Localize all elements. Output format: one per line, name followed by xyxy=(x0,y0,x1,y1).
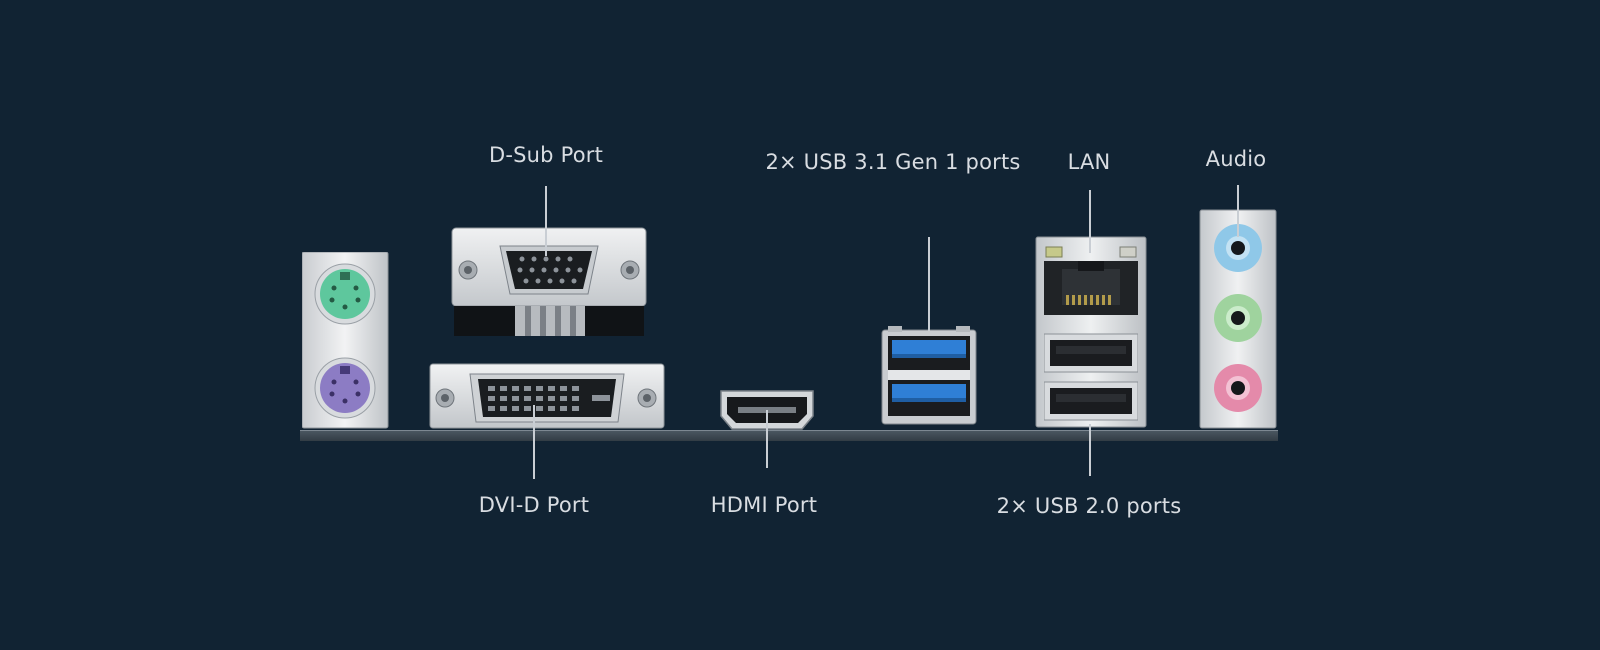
leader-hdmi xyxy=(766,410,768,468)
label-dsub-port: D-Sub Port xyxy=(488,143,604,167)
vga-port-icon xyxy=(451,227,647,336)
label-usb31-ports: 2× USB 3.1 Gen 1 ports xyxy=(765,150,1021,174)
leader-lan xyxy=(1089,190,1091,253)
usb3-port-icon xyxy=(881,326,977,425)
usb3-tongue-top xyxy=(892,340,966,354)
ps2-port-icon xyxy=(302,252,389,429)
usb2-port-icon xyxy=(1044,333,1138,421)
usb3-tongue-bottom xyxy=(892,384,966,398)
audio-jack-icon xyxy=(1199,209,1277,429)
leader-audio xyxy=(1237,185,1239,237)
label-lan: LAN xyxy=(1067,150,1111,174)
label-usb20-ports: 2× USB 2.0 ports xyxy=(996,494,1182,518)
leader-usb31 xyxy=(928,237,930,331)
ps2-keyboard-connector xyxy=(320,269,370,319)
leader-usb20 xyxy=(1089,424,1091,476)
leader-dsub xyxy=(545,186,547,256)
label-hdmi-port: HDMI Port xyxy=(710,493,818,517)
ps2-mouse-connector xyxy=(320,363,370,413)
rj45-port-icon xyxy=(1035,236,1147,428)
leader-dvid xyxy=(533,405,535,479)
dvi-port-icon xyxy=(429,363,665,429)
motherboard-edge xyxy=(300,430,1278,441)
label-dvid-port: DVI-D Port xyxy=(478,493,590,517)
label-audio: Audio xyxy=(1205,147,1267,171)
